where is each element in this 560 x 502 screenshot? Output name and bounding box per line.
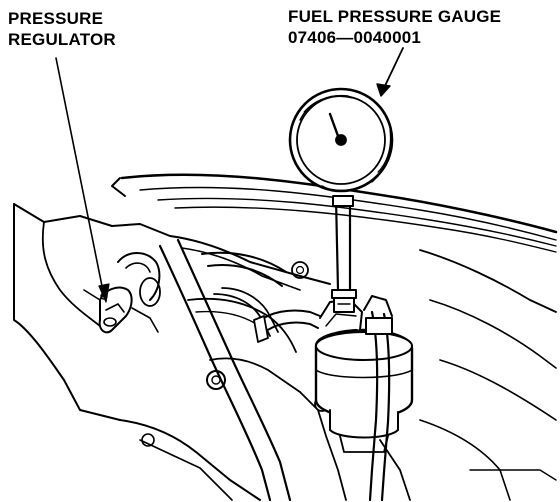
fuel-pressure-gauge-label-line1: FUEL PRESSURE GAUGE (288, 7, 502, 26)
pressure-regulator-label: PRESSURE REGULATOR (8, 8, 116, 50)
engine-body (13, 203, 557, 501)
gauge-hose (332, 195, 354, 292)
fuel-pressure-gauge-label: FUEL PRESSURE GAUGE 07406—0040001 (288, 6, 501, 48)
fuel-filter (314, 295, 414, 453)
pressure-regulator (83, 252, 161, 334)
gauge-callout-leader (376, 47, 404, 97)
hoses (158, 238, 292, 502)
return-line (253, 309, 393, 502)
hood-edge-lines (111, 173, 558, 253)
gauge-fitting (331, 289, 357, 313)
regulator-callout-leader (55, 57, 110, 303)
fuel-pressure-gauge-part-number: 07406—0040001 (288, 28, 422, 47)
gauge-needle (328, 112, 340, 138)
pressure-regulator-label-line1: PRESSURE (8, 9, 104, 28)
pressure-regulator-label-line2: REGULATOR (8, 30, 116, 49)
gauge-pivot (335, 134, 347, 146)
fuel-pressure-gauge (288, 87, 394, 193)
